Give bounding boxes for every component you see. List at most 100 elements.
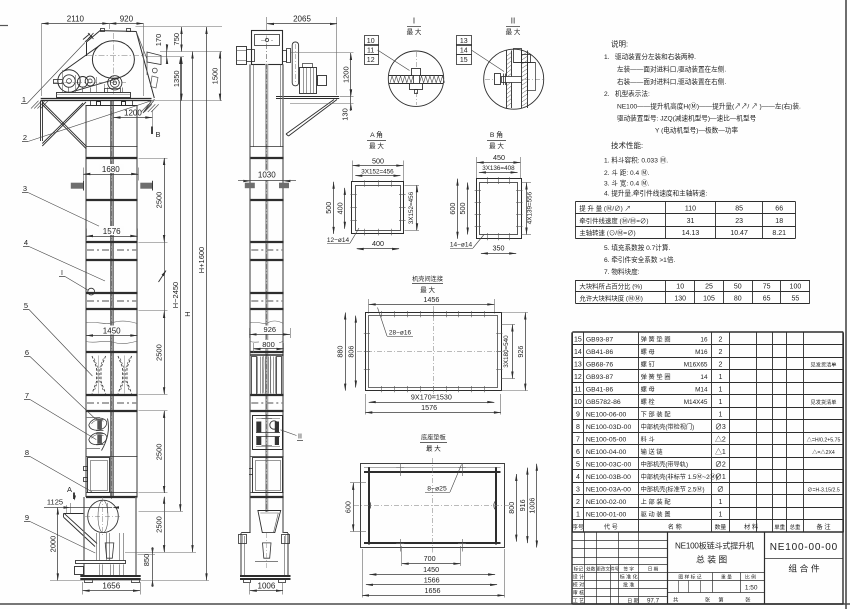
svg-text:8: 8 [576, 424, 580, 431]
svg-text:牵引件线速度 (Ⓜ/Ⓜ=∅): 牵引件线速度 (Ⓜ/Ⓜ=∅) [579, 216, 648, 225]
svg-text:2110: 2110 [67, 14, 85, 23]
svg-text:31: 31 [687, 218, 695, 225]
svg-text:∅1: ∅1 [715, 473, 726, 481]
svg-text:400: 400 [335, 202, 344, 214]
svg-text:14−ø14: 14−ø14 [450, 242, 473, 249]
svg-text:1680: 1680 [102, 165, 120, 174]
svg-text:第: 第 [718, 596, 723, 604]
svg-text:2: 2 [576, 499, 580, 506]
svg-text:12−ø14: 12−ø14 [327, 237, 350, 244]
svg-text:5. 填充系数按 0.7计算.: 5. 填充系数按 0.7计算. [604, 243, 670, 252]
svg-text:800: 800 [262, 340, 275, 349]
svg-text:1: 1 [22, 95, 26, 104]
svg-text:最 大: 最 大 [420, 285, 435, 294]
svg-text:中部机壳(标准节 2.5Ⓜ): 中部机壳(标准节 2.5Ⓜ) [641, 485, 705, 493]
svg-text:1656: 1656 [425, 586, 441, 595]
svg-text:1500: 1500 [211, 68, 220, 85]
svg-text:允许大块料块度 (ⓂⓂ): 允许大块料块度 (ⓂⓂ) [579, 293, 643, 302]
svg-text:10: 10 [676, 284, 684, 291]
svg-text:3X180=540: 3X180=540 [503, 335, 510, 368]
svg-text:806: 806 [346, 346, 355, 358]
svg-text:工 艺: 工 艺 [573, 598, 584, 604]
svg-text:GB93-87: GB93-87 [586, 336, 613, 343]
svg-text:600: 600 [448, 203, 457, 215]
svg-text:∅: ∅ [717, 485, 724, 493]
svg-text:右装——面对进料口,驱动装置在右侧.: 右装——面对进料口,驱动装置在右侧. [617, 77, 726, 86]
svg-text:9: 9 [576, 411, 580, 418]
svg-text:∅2: ∅2 [715, 460, 726, 468]
svg-text:大块料所占百分比 (%): 大块料所占百分比 (%) [579, 282, 642, 291]
svg-text:最 大: 最 大 [407, 27, 422, 36]
svg-text:GB41-86: GB41-86 [586, 349, 613, 356]
svg-text:驱动装置分左装和右装两种.: 驱动装置分左装和右装两种. [615, 52, 696, 61]
svg-text:7: 7 [576, 436, 580, 443]
svg-text:916: 916 [518, 499, 527, 511]
svg-text:8: 8 [25, 448, 29, 457]
svg-text:75: 75 [763, 284, 771, 291]
svg-text:NE100——提升机高度H(Ⓜ)——提升量(↗↗/ ↗ )—: NE100——提升机高度H(Ⓜ)——提升量(↗↗/ ↗ )——左(右)装. [617, 102, 801, 111]
svg-text:23: 23 [735, 218, 743, 225]
svg-text:NE100-05-00: NE100-05-00 [586, 436, 627, 443]
svg-text:M16: M16 [695, 349, 708, 356]
svg-text:130: 130 [674, 295, 686, 302]
svg-text:M16X65: M16X65 [684, 361, 708, 368]
svg-text:500: 500 [458, 203, 467, 215]
svg-text:A: A [67, 485, 72, 494]
svg-text:GB41-86: GB41-86 [586, 386, 613, 393]
svg-text:4X139=556: 4X139=556 [527, 191, 534, 224]
svg-text:85: 85 [735, 206, 743, 213]
svg-text:97.7: 97.7 [647, 597, 660, 604]
svg-text:3X136=408: 3X136=408 [482, 165, 515, 172]
svg-text:张: 张 [705, 596, 711, 604]
svg-text:1.: 1. [604, 54, 610, 61]
svg-text:NE100-03B-00: NE100-03B-00 [586, 474, 631, 481]
svg-text:65: 65 [763, 295, 771, 302]
svg-text:750: 750 [172, 33, 181, 46]
svg-text:5: 5 [576, 461, 580, 468]
svg-text:中部机壳(带导轨): 中部机壳(带导轨) [641, 460, 688, 468]
svg-text:弹 簧 垫 圈: 弹 簧 垫 圈 [641, 373, 671, 381]
svg-text:NE100-06-00: NE100-06-00 [586, 411, 627, 418]
svg-text:GB5782-86: GB5782-86 [586, 399, 621, 406]
svg-text:螺 母: 螺 母 [641, 385, 655, 393]
svg-text:450: 450 [493, 153, 505, 162]
svg-text:1200: 1200 [341, 66, 350, 83]
svg-text:7: 7 [25, 391, 29, 400]
svg-text:1: 1 [718, 399, 722, 406]
svg-text:材 料: 材 料 [744, 523, 758, 531]
svg-text:提 升 量 (Ⓜ/∅) ↗: 提 升 量 (Ⓜ/∅) ↗ [579, 204, 630, 213]
svg-text:2500: 2500 [155, 516, 164, 533]
svg-text:3X152=456: 3X152=456 [408, 191, 415, 224]
svg-text:最 大: 最 大 [489, 141, 504, 150]
svg-text:1576: 1576 [103, 227, 121, 236]
svg-text:1: 1 [718, 499, 722, 506]
svg-text:2.: 2. [604, 91, 610, 98]
svg-text:中部机壳(带检视门): 中部机壳(带检视门) [641, 423, 695, 431]
svg-text:18: 18 [775, 218, 783, 225]
svg-text:1:50: 1:50 [745, 585, 758, 592]
svg-text:50: 50 [734, 284, 742, 291]
svg-text:总 装 图: 总 装 图 [696, 554, 727, 565]
svg-text:8.21: 8.21 [772, 230, 786, 237]
svg-text:备 注: 备 注 [816, 523, 830, 531]
svg-text:校 对: 校 对 [573, 581, 584, 588]
svg-text:输 送 链: 输 送 链 [641, 448, 664, 456]
svg-text:130: 130 [340, 108, 349, 121]
svg-text:A 角: A 角 [370, 130, 383, 139]
svg-text:GB93-87: GB93-87 [586, 374, 613, 381]
svg-text:I: I [413, 17, 415, 26]
svg-text:NE100-03A-00: NE100-03A-00 [586, 486, 631, 493]
svg-text:NE100-00-00: NE100-00-00 [770, 542, 838, 553]
svg-text:中部机壳(非标节 1.5Ⓜ~2Ⓜ): 中部机壳(非标节 1.5Ⓜ~2Ⓜ) [641, 473, 718, 481]
svg-text:1030: 1030 [258, 171, 276, 180]
svg-text:NE100-01-00: NE100-01-00 [586, 511, 627, 518]
svg-text:最 大: 最 大 [369, 141, 384, 150]
svg-text:B: B [155, 130, 160, 139]
svg-text:920: 920 [120, 14, 134, 23]
svg-text:△2: △2 [715, 434, 726, 443]
svg-text:审 核: 审 核 [573, 589, 584, 596]
svg-text:2065: 2065 [293, 15, 311, 24]
svg-text:I: I [61, 270, 63, 277]
svg-text:下 部 装 配: 下 部 装 配 [641, 410, 671, 418]
svg-text:日 期: 日 期 [627, 598, 638, 604]
